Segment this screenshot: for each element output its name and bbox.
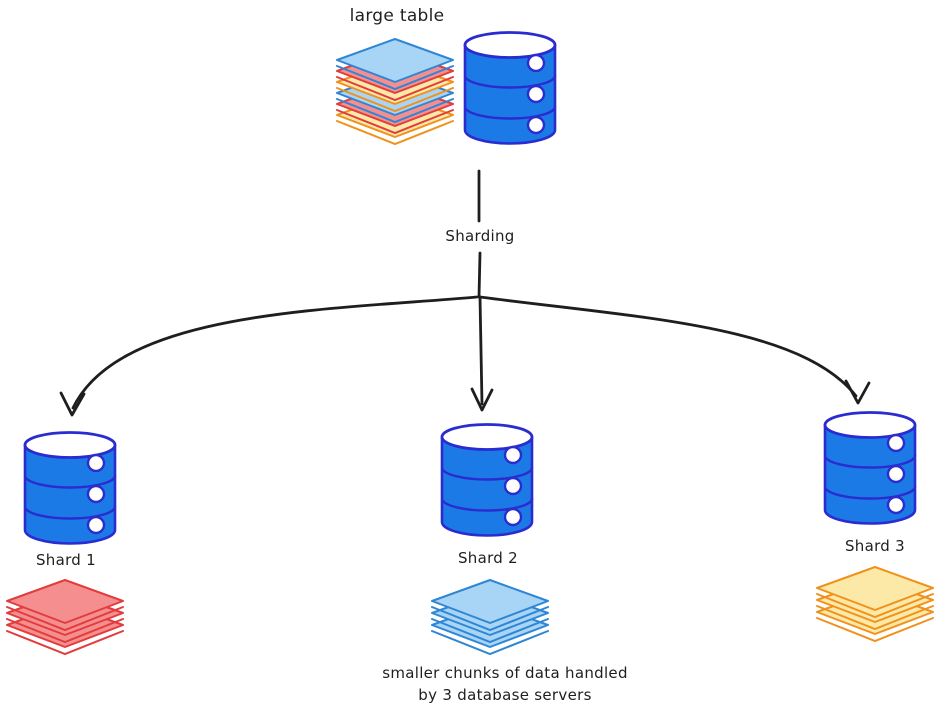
large-table-database-icon: [463, 31, 557, 145]
shard-2-label: Shard 2: [457, 549, 519, 567]
large-table-label: large table: [349, 6, 445, 26]
shard-1-label: Shard 1: [35, 551, 97, 569]
shard-3-label: Shard 3: [844, 537, 906, 555]
caption: smaller chunks of data handled by 3 data…: [340, 663, 670, 707]
shard-3-database-icon: [823, 411, 917, 525]
caption-line-2: by 3 database servers: [418, 685, 592, 704]
shard-2-layers-icon: [431, 579, 549, 655]
shard-1-database-icon: [23, 431, 117, 545]
arrow-to-shard-1: [59, 295, 479, 417]
caption-line-1: smaller chunks of data handled: [382, 664, 628, 682]
sharding-stem-bottom: [477, 251, 482, 299]
sharding-label: Sharding: [445, 227, 515, 245]
large-table-layers-icon: [336, 38, 454, 145]
shard-2-database-icon: [440, 423, 534, 537]
arrow-to-shard-2: [470, 295, 494, 412]
arrow-to-shard-3: [478, 295, 871, 405]
shard-1-layers-icon: [6, 579, 124, 655]
shard-3-layers-icon: [816, 566, 934, 642]
